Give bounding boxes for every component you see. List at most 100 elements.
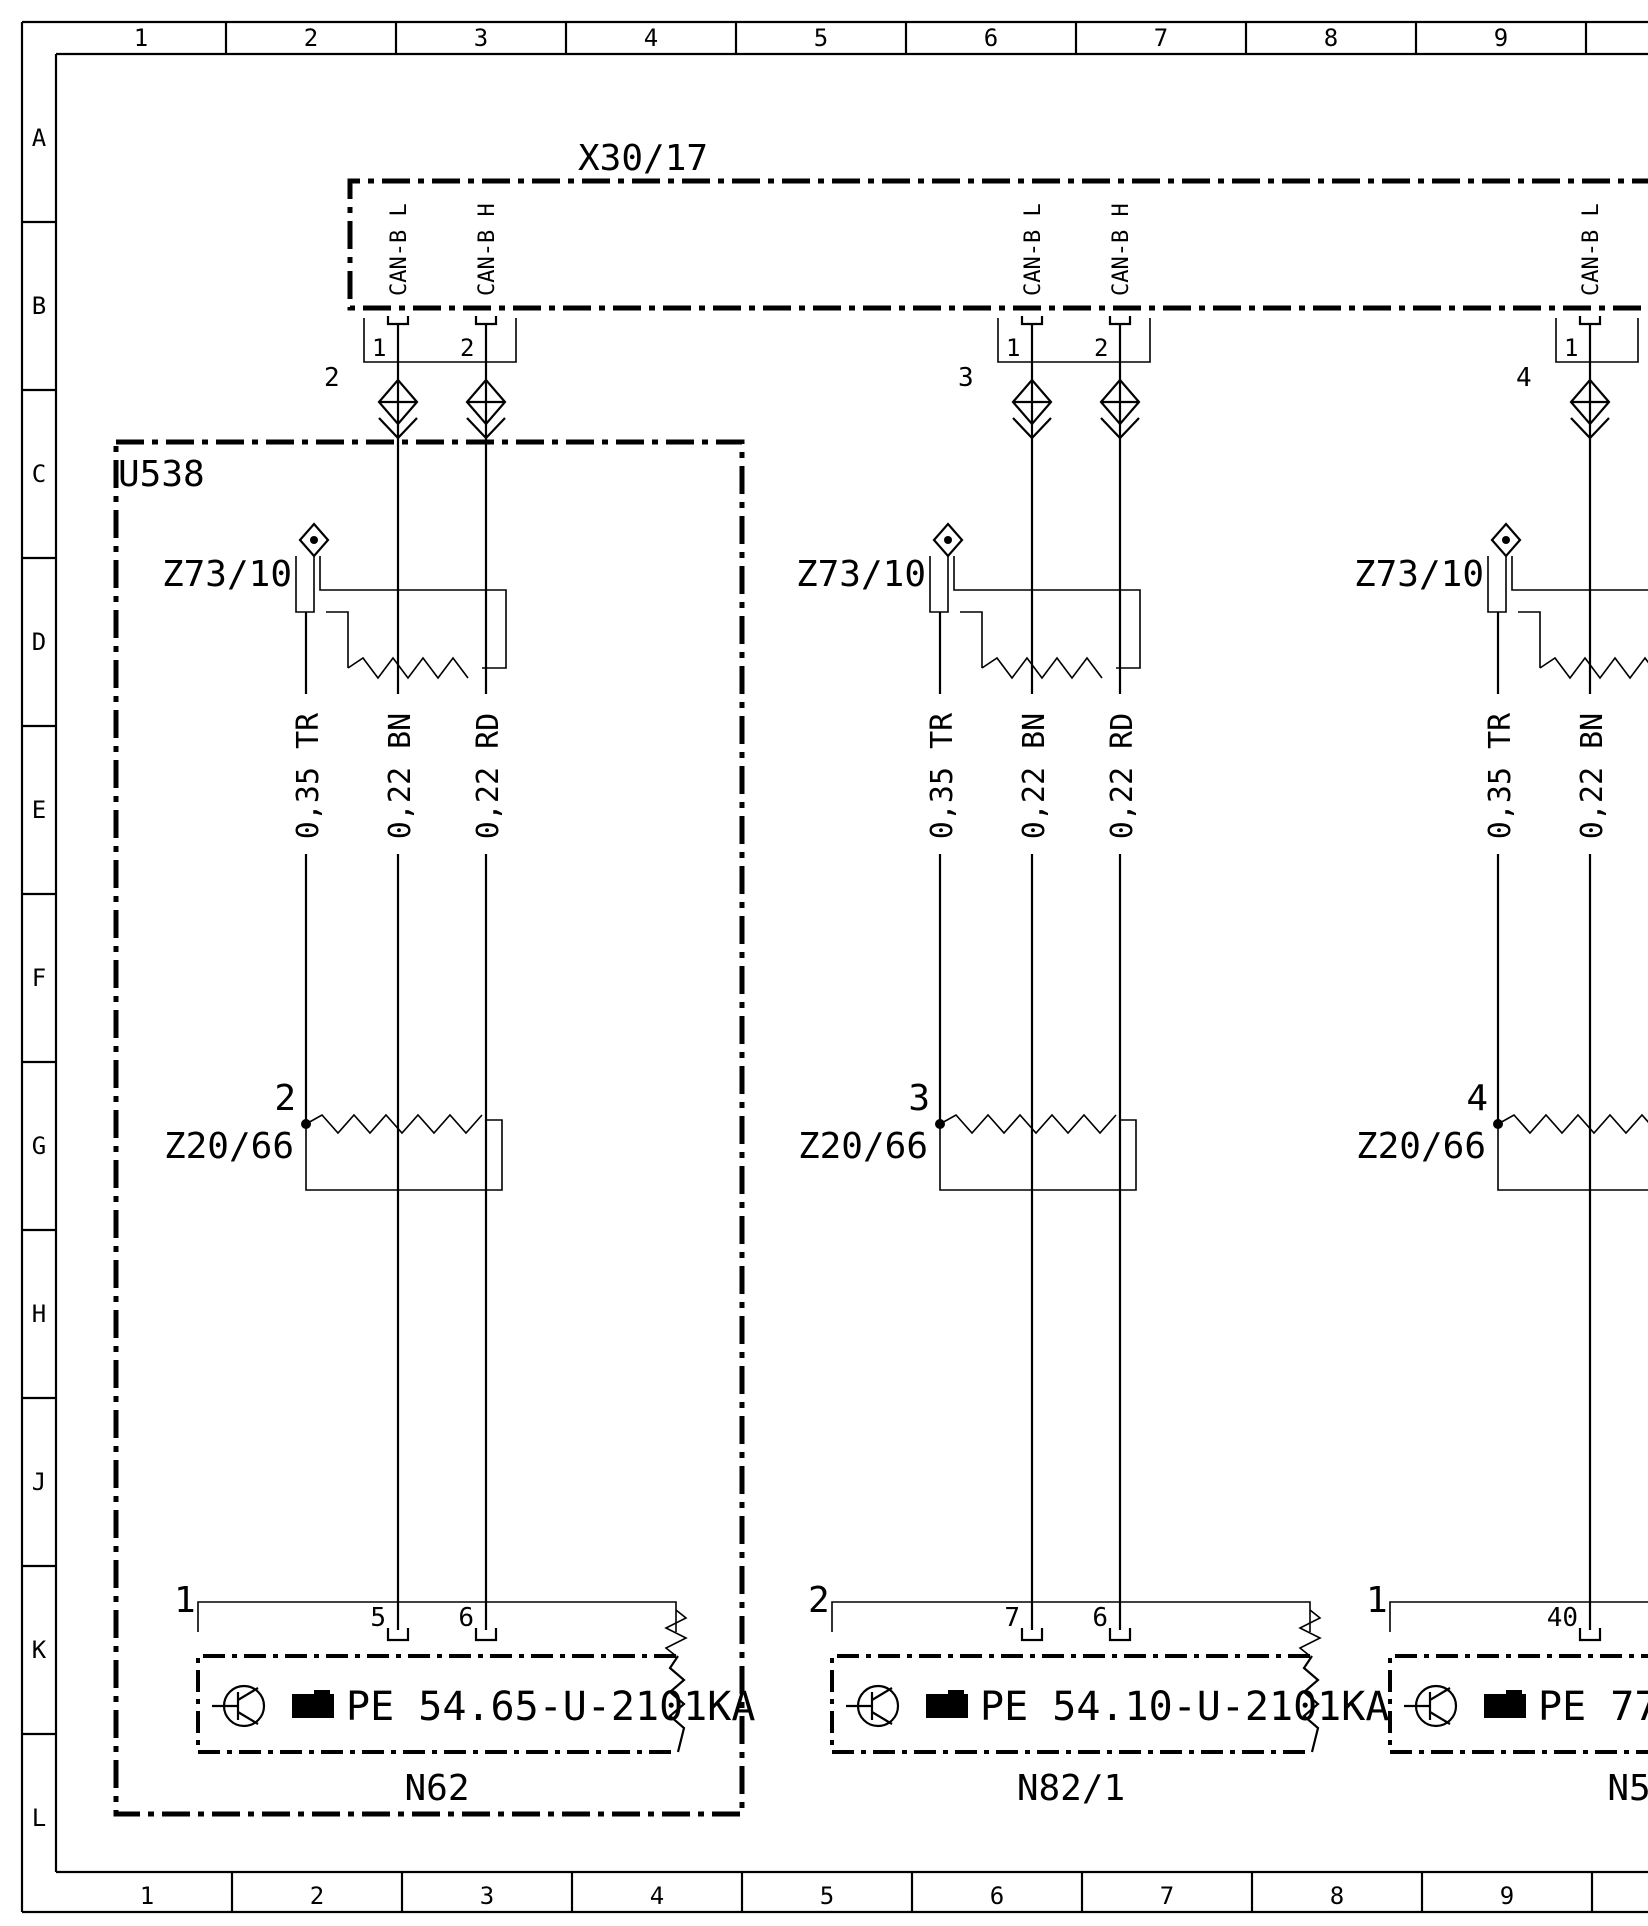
component-pin-number: 5: [370, 1603, 386, 1633]
component-bracket: [197, 1601, 677, 1632]
component-pin-number: 6: [1092, 1603, 1108, 1633]
col-label-bottom: 1: [140, 1882, 154, 1910]
row-label: K: [32, 1636, 47, 1664]
component-break: [668, 1655, 686, 1753]
pointing-hand-icon: [926, 1690, 968, 1718]
wire-label-bg: [1576, 694, 1604, 854]
splice-box: [939, 1119, 1137, 1191]
twist-box: [1511, 556, 1648, 591]
component-outline: [1388, 1654, 1648, 1754]
shield-bracket: [929, 556, 949, 613]
col-label-top: 5: [814, 24, 828, 52]
connector-pin-block: [363, 318, 517, 363]
splice-zigzag: [939, 1113, 1117, 1135]
component-reference: PE 54.65-U-2101KA: [346, 1684, 755, 1730]
pin-symbol: [1578, 1628, 1602, 1642]
wire-label: 0,35 TR: [291, 712, 326, 839]
component-box: 1 5 6 PE 54.65-U-2101KA N62: [174, 1580, 755, 1809]
component-reference: PE 77: [1538, 1684, 1648, 1730]
splice-zigzag: [1497, 1113, 1648, 1135]
twist-marker: Z73/10: [162, 522, 507, 680]
row-label: G: [32, 1132, 46, 1160]
component-pin-number: 7: [1004, 1603, 1020, 1633]
wire-label-bg: [1106, 694, 1134, 854]
pin-symbol: [474, 1628, 498, 1642]
connector-x30-17: X30/17: [347, 138, 1648, 311]
splice-box: [1497, 1124, 1648, 1191]
shield-bracket: [1487, 556, 1507, 613]
twist-box: [319, 556, 507, 669]
component-reference: PE 54.10-U-2101KA: [980, 1684, 1389, 1730]
component-bracket: [1389, 1601, 1648, 1632]
connector-pin: CAN-B L 1: [1564, 203, 1611, 1630]
shield-point-icon: [944, 536, 952, 544]
splice-label: Z20/66: [1356, 1126, 1486, 1167]
shield-point-icon: [310, 536, 318, 544]
pin-symbol: [1020, 316, 1044, 326]
transistor-icon: [846, 1684, 900, 1728]
col-label-bottom: 3: [480, 1882, 494, 1910]
component-id: N62: [404, 1768, 469, 1809]
col-label-top: 9: [1494, 24, 1508, 52]
section-pin: 2: [324, 363, 340, 393]
connector-label: X30/17: [578, 138, 708, 179]
twist-marker: Z73/10: [1354, 522, 1648, 680]
pin-symbol: [1108, 1628, 1132, 1642]
transistor-icon: [212, 1684, 266, 1728]
wire-label: 0,35 TR: [1483, 712, 1518, 839]
wire-label: 0,22 BN: [383, 713, 418, 839]
wire-label-bg: [926, 694, 954, 854]
wire-label: 0,22 RD: [471, 713, 506, 839]
pin-number: 1: [1564, 334, 1578, 362]
col-label-top: 8: [1324, 24, 1338, 52]
row-label: F: [32, 964, 46, 992]
connector-pin: CAN-B H2: [460, 203, 507, 1630]
pin-number: 1: [1006, 334, 1020, 362]
twist-zigzag: [1539, 656, 1648, 680]
can-label: CAN-B H: [1109, 203, 1134, 296]
wire-label: 0,35 TR: [925, 712, 960, 839]
can-label: CAN-B L: [387, 203, 412, 296]
pin-symbol: [474, 316, 498, 326]
twist-box: [953, 556, 1141, 669]
component-zigzag: [664, 1609, 688, 1657]
col-label-top: 1: [134, 24, 148, 52]
component-outline: [830, 1654, 1310, 1754]
col-label-bottom: 2: [310, 1882, 324, 1910]
connector-pin: CAN-B H2: [1094, 203, 1141, 1630]
col-label-bottom: 5: [820, 1882, 834, 1910]
component-bracket: [831, 1601, 1311, 1632]
component-pin-number: 6: [458, 1603, 474, 1633]
pin-symbol: [1020, 1628, 1044, 1642]
col-label-top: 7: [1154, 24, 1168, 52]
wire-label: 0,22 BN: [1017, 713, 1052, 839]
pin-number: 2: [460, 334, 474, 362]
twist-label: Z73/10: [1354, 554, 1484, 595]
component-break: [1302, 1655, 1320, 1753]
col-label-bottom: 8: [1330, 1882, 1344, 1910]
row-label: C: [32, 460, 46, 488]
splice-label: Z20/66: [798, 1126, 928, 1167]
enclosure-u538: U538: [113, 439, 745, 1817]
can-label: CAN-B L: [1579, 203, 1604, 296]
row-label: L: [32, 1804, 46, 1832]
col-label-bottom: 4: [650, 1882, 664, 1910]
col-label-top: 2: [304, 24, 318, 52]
wire-label-bg: [292, 694, 320, 854]
wire-label-bg: [472, 694, 500, 854]
wire-label-bg: [1018, 694, 1046, 854]
wire-label: 0,22 RD: [1105, 713, 1140, 839]
wire-label-bg: [384, 694, 412, 854]
row-label: B: [32, 292, 46, 320]
transistor-icon: [1404, 1684, 1458, 1728]
twist-box: [326, 611, 349, 668]
component-pin: 1: [174, 1580, 196, 1621]
splice-pin: 3: [908, 1078, 930, 1119]
